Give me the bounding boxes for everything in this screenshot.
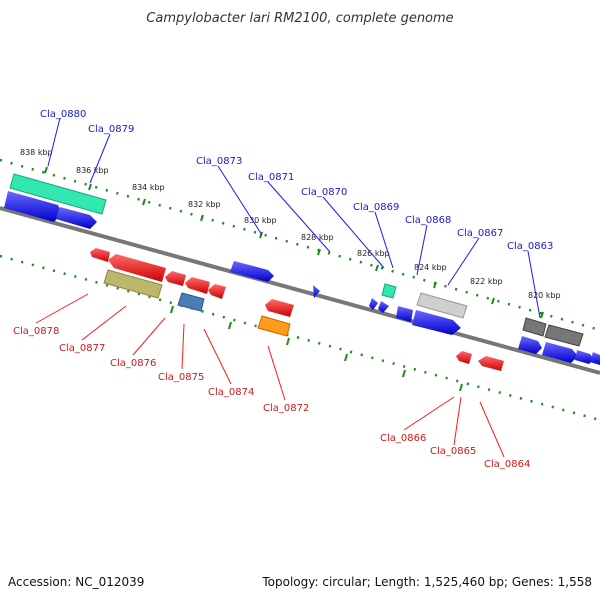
- label-cla0865: Cla_0865: [430, 446, 476, 457]
- tick-label-822: 822 kbp: [470, 277, 503, 286]
- label-cla0872: Cla_0872: [263, 403, 309, 414]
- label-cla0873: Cla_0873: [196, 156, 242, 167]
- tick-label-838: 838 kbp: [20, 148, 53, 157]
- gene-cla0879: [56, 207, 97, 229]
- label-cla0874: Cla_0874: [208, 387, 254, 398]
- gene-cla0863-b: [544, 324, 584, 347]
- gene-cla0874: [208, 284, 226, 299]
- outer-ticks: [44, 166, 544, 319]
- label-cla0866: Cla_0866: [380, 433, 426, 444]
- tick-label-832: 832 kbp: [188, 200, 221, 209]
- label-cla0867: Cla_0867: [457, 228, 503, 239]
- tick-label-820: 820 kbp: [528, 291, 561, 300]
- tick-label-824: 824 kbp: [414, 263, 447, 272]
- gene-cla0875: [177, 292, 205, 312]
- label-cla0864: Cla_0864: [484, 459, 530, 470]
- tick-label-826: 826 kbp: [357, 249, 390, 258]
- tick-label-834: 834 kbp: [132, 183, 165, 192]
- forward-genes: [4, 173, 600, 365]
- label-cla0863: Cla_0863: [507, 241, 553, 252]
- label-cla0868: Cla_0868: [405, 215, 451, 226]
- tick-label-836: 836 kbp: [76, 166, 109, 175]
- inner-ticks: [170, 305, 463, 392]
- gene-cla0863-fwd-a: [518, 336, 542, 354]
- gene-cla0877-olive: [103, 269, 163, 299]
- gene-cla0871: [313, 285, 320, 298]
- map-title: Campylobacter lari RM2100, complete geno…: [146, 11, 453, 26]
- accession-text: Accession: NC_012039: [8, 575, 144, 589]
- label-cla0877: Cla_0877: [59, 343, 105, 354]
- label-cla0880: Cla_0880: [40, 109, 86, 120]
- label-cla0878: Cla_0878: [13, 326, 59, 337]
- label-cla0879: Cla_0879: [88, 124, 134, 135]
- label-cla0870: Cla_0870: [301, 187, 347, 198]
- gene-cla0880-fwd: [4, 191, 62, 222]
- reverse-genes: [90, 248, 504, 371]
- top-labels: [47, 117, 541, 319]
- tick-label-830: 830 kbp: [244, 216, 277, 225]
- bottom-labels: [35, 293, 505, 458]
- gene-cla0880: [9, 173, 107, 215]
- gene-cla0868-b: [378, 301, 389, 313]
- summary-text: Topology: circular; Length: 1,525,460 bp…: [261, 575, 592, 589]
- gene-cla0863-fwd-c: [575, 350, 594, 364]
- gene-cla0867-a: [396, 306, 413, 322]
- gene-cla0866: [456, 351, 472, 364]
- gene-cla0863-a: [522, 317, 547, 337]
- gene-cla0877: [108, 254, 166, 282]
- gene-cla0868-a: [369, 298, 378, 310]
- gene-cla0878: [90, 248, 110, 262]
- gene-cla0869: [381, 283, 397, 299]
- genome-backbone: [0, 206, 600, 375]
- gene-cla0865: [478, 356, 504, 371]
- gene-cla0872-orange: [257, 315, 291, 337]
- label-cla0871: Cla_0871: [248, 172, 294, 183]
- gene-cla0876-a: [165, 271, 186, 286]
- gene-cla0872-red: [265, 299, 294, 317]
- label-cla0869: Cla_0869: [353, 202, 399, 213]
- inner-ruler: [0, 254, 600, 422]
- gene-cla0863-fwd-b: [542, 342, 578, 363]
- gene-cla0873: [230, 261, 274, 282]
- label-cla0875: Cla_0875: [158, 372, 204, 383]
- gene-cla0863-fwd-d: [590, 352, 600, 365]
- gene-cla0867-b: [412, 310, 461, 335]
- label-cla0876: Cla_0876: [110, 358, 156, 369]
- gene-cla0867-grey: [416, 292, 468, 319]
- gene-cla0876-b: [185, 277, 210, 294]
